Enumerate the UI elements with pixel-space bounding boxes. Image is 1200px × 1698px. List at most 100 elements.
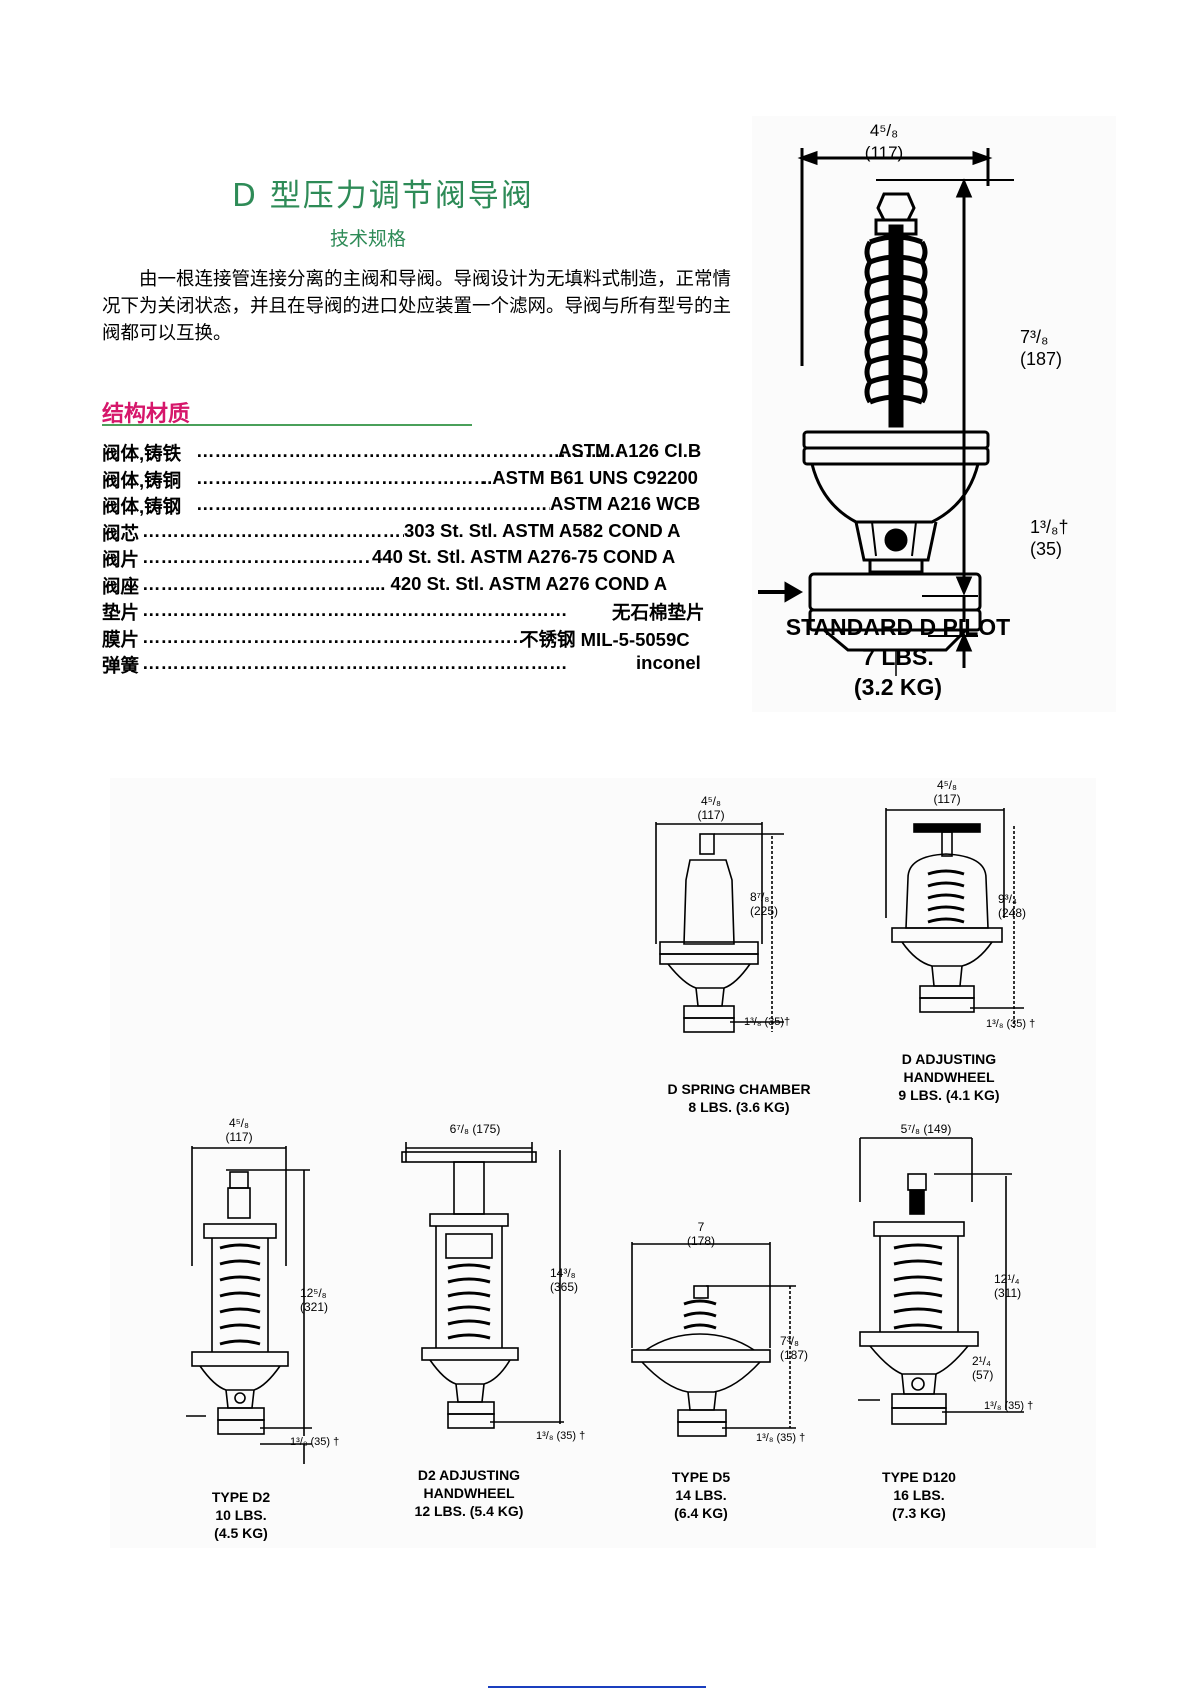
dim-height-mm: (248) [998, 906, 1027, 920]
variants-figure: 4⁵/₈ (117) 8⁷/₈ (225) 1³/₈ (35)† D SPRIN… [110, 778, 1096, 1548]
caption-line: (6.4 KG) [674, 1505, 728, 1521]
material-label: 阀片 [102, 549, 140, 570]
type-d5-caption: TYPE D5 14 LBS. (6.4 KG) [636, 1468, 766, 1522]
type-d120-extra-dim: 2¹/₄ (57) [972, 1354, 993, 1382]
material-value: inconel [636, 652, 701, 673]
material-row: 垫片 …………………………………………………………… 无石棉垫片 [102, 599, 722, 626]
leader-dots: …………………………………………………………… [196, 466, 484, 488]
footer-rule [488, 1686, 706, 1688]
pilot-caption: STANDARD D PILOT 7 LBS. (3.2 KG) [772, 612, 1024, 702]
intro-paragraph: 由一根连接管连接分离的主阀和导阀。导阀设计为无填料式制造，正常情况下为关闭状态，… [102, 269, 732, 344]
material-row: 阀体,铸铁 …………………………………………………………… ASTM A126 … [102, 440, 722, 467]
standard-pilot-drawing [758, 148, 1014, 676]
material-value: ASTM A126 Cl.B [558, 440, 702, 461]
dim-height-mm: (311) [994, 1286, 1022, 1300]
dim-width: 4⁵/₈ [701, 794, 721, 808]
spring-chamber-inlet-dim: 1³/₈ (35)† [744, 1016, 791, 1028]
materials-list: 阀体,铸铁 …………………………………………………………… ASTM A126 … [102, 440, 722, 679]
d2-handwheel-caption: D2 ADJUSTING HANDWHEEL 12 LBS. (5.4 KG) [394, 1466, 544, 1520]
caption-line: (4.5 KG) [214, 1525, 268, 1541]
dim-height-mm: (187) [780, 1348, 809, 1362]
caption-line: 9 LBS. (4.1 KG) [898, 1087, 1000, 1103]
adjusting-handwheel-inlet-dim: 1³/₈ (35) † [986, 1018, 1036, 1030]
material-label: 垫片 [102, 602, 140, 623]
material-label: 阀体,铸钢 [102, 496, 182, 517]
type-d2-height-dim: 12⁵/₈ (321) [300, 1286, 328, 1314]
material-value: 440 St. Stl. ASTM A276-75 COND A [372, 546, 676, 567]
dim-width-mm: (117) [225, 1130, 253, 1144]
d2-adjusting-handwheel-drawing [401, 1142, 564, 1429]
materials-heading-rule [102, 424, 472, 426]
dim-width: 4⁵/₈ [937, 778, 957, 792]
adjusting-handwheel-height-dim: 9³/₄ (248) [998, 892, 1026, 920]
d2-handwheel-height-dim: 14³/₈ (365) [550, 1266, 578, 1294]
type-d2-caption: TYPE D2 10 LBS. (4.5 KG) [176, 1488, 306, 1542]
dim-height: 9³/₄ [998, 892, 1017, 906]
leader-dots: …………………………………………………………… [142, 572, 372, 594]
type-d2-drawing [182, 1146, 312, 1464]
caption-line: HANDWHEEL [903, 1069, 995, 1085]
type-d5-drawing [631, 1242, 796, 1437]
pilot-inlet-dim: 1³/₈† (35) [1030, 516, 1068, 560]
material-row: 膜片 …………………………………………………………… 不锈钢 MIL-5-505… [102, 626, 722, 653]
type-d5-inlet-dim: 1³/₈ (35) † [756, 1432, 806, 1444]
caption-line: D SPRING CHAMBER [667, 1081, 811, 1097]
page-subtitle: 技术规格 [330, 228, 407, 250]
dim-height-mm: (365) [550, 1280, 579, 1294]
pilot-width-frac: 4⁵/₈ [869, 121, 899, 140]
caption-line: 14 LBS. [675, 1487, 727, 1503]
pilot-width-dim: 4⁵/₈ (117) [834, 120, 934, 164]
adjusting-handwheel-width-dim: 4⁵/₈ (117) [908, 778, 986, 806]
material-value: ..ASTM B61 UNS C92200 [482, 466, 698, 488]
dim-width: 7 [697, 1220, 705, 1234]
leader-dots: …………………………………………………………… [196, 493, 550, 514]
leader-dots: …………………………………………………………… [196, 440, 622, 461]
caption-line: HANDWHEEL [423, 1485, 515, 1501]
variant-type-d5: 7 (178) 7³/₈ (187) 1³/₈ (35) † TYPE D5 1… [626, 1220, 846, 1546]
variant-spring-chamber: 4⁵/₈ (117) 8⁷/₈ (225) 1³/₈ (35)† D SPRIN… [644, 794, 854, 1124]
dim-width: 4⁵/₈ [229, 1116, 249, 1130]
pilot-width-mm: (117) [864, 143, 904, 162]
material-label: 弹簧 [102, 655, 140, 676]
d2-handwheel-inlet-dim: 1³/₈ (35) † [536, 1430, 586, 1442]
type-d5-width-dim: 7 (178) [666, 1220, 736, 1248]
dim-height: 12¹/₄ [994, 1272, 1020, 1286]
type-d120-inlet-dim: 1³/₈ (35) † [984, 1400, 1034, 1412]
dim-height: 14³/₈ [550, 1266, 576, 1280]
dim-height-mm: (225) [750, 904, 779, 918]
pilot-caption-weight: 7 LBS. [862, 644, 934, 670]
caption-line: D ADJUSTING [901, 1051, 997, 1067]
pilot-caption-weight-kg: (3.2 KG) [853, 674, 943, 700]
dim-height: 12⁵/₈ [300, 1286, 327, 1300]
material-row: 阀体,铸铜 …………………………………………………………… ..ASTM B61… [102, 467, 722, 494]
type-d120-width-dim: 5⁷/₈ (149) [900, 1122, 952, 1136]
material-value: 不锈钢 MIL-5-5059C [520, 628, 690, 650]
type-d120-caption: TYPE D120 16 LBS. (7.3 KG) [854, 1468, 984, 1522]
materials-heading: 结构材质 [102, 402, 191, 427]
leader-dots: …………………………………………………………… [142, 599, 568, 620]
material-value: 303 St. Stl. ASTM A582 COND A [404, 519, 681, 541]
spring-chamber-caption: D SPRING CHAMBER 8 LBS. (3.6 KG) [624, 1080, 854, 1116]
adjusting-handwheel-caption: D ADJUSTING HANDWHEEL 9 LBS. (4.1 KG) [864, 1050, 1034, 1104]
caption-line: D2 ADJUSTING [417, 1467, 521, 1483]
pilot-caption-name: STANDARD D PILOT [785, 614, 1011, 640]
leader-dots: …………………………………………………………… [142, 546, 372, 567]
page-title: D 型压力调节阀导阀 [232, 178, 534, 214]
spring-chamber-height-dim: 8⁷/₈ (225) [750, 890, 778, 918]
material-label: 阀体,铸铁 [102, 443, 182, 464]
material-value: ... 420 St. Stl. ASTM A276 COND A [370, 572, 668, 594]
material-row: 弹簧 …………………………………………………………… inconel [102, 652, 722, 679]
type-d2-inlet-dim: 1³/₈ (35) † [290, 1436, 340, 1448]
variant-type-d120: 5⁷/₈ (149) 12¹/₄ (311) 2¹/₄ (57) 1³/₈ (3… [854, 1122, 1096, 1546]
pilot-height-mm: (187) [1020, 349, 1063, 369]
pilot-height-frac: 7³/₈ [1020, 327, 1049, 347]
material-row: 阀片 …………………………………………………………… 440 St. Stl. … [102, 546, 722, 573]
dim-width-mm: (178) [686, 1234, 715, 1248]
dim-width-mm: (117) [697, 808, 725, 822]
material-value: ASTM A216 WCB [550, 493, 701, 514]
dim-height: 8⁷/₈ [750, 890, 770, 904]
variant-type-d2: 4⁵/₈ (117) 12⁵/₈ (321) 1³/₈ (35) † TYPE … [182, 1116, 386, 1546]
caption-line: 16 LBS. [893, 1487, 945, 1503]
leader-dots: …………………………………………………………… [142, 652, 568, 673]
leader-dots: …………………………………………………………… [142, 625, 522, 647]
